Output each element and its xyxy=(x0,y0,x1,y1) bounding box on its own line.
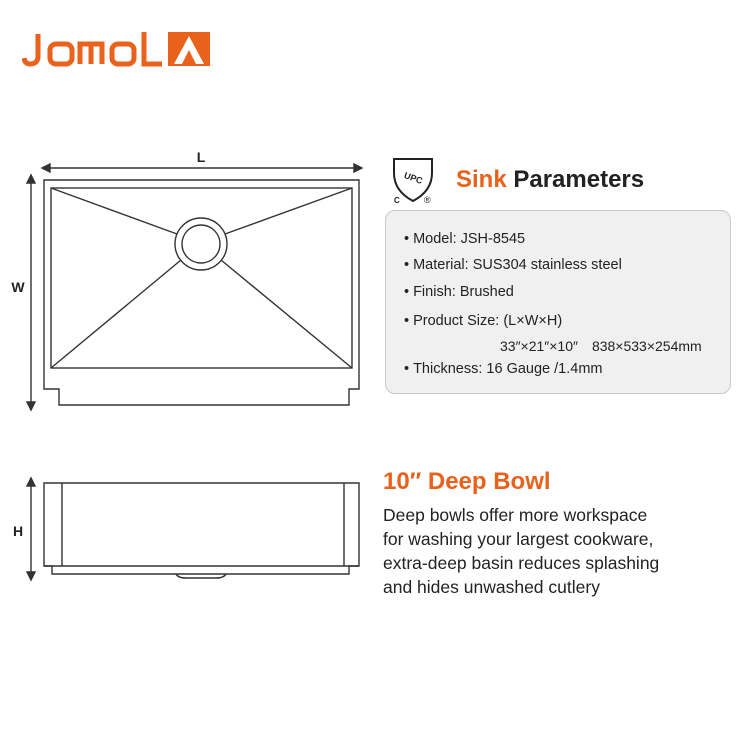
c-mark-text: C xyxy=(394,196,400,205)
upc-certification-icon: UPC C ® xyxy=(393,158,433,205)
deep-bowl-line: extra-deep basin reduces splashing xyxy=(383,553,660,573)
deep-bowl-title: 10″ Deep Bowl xyxy=(383,468,551,495)
size-mm: 838×533×254mm xyxy=(591,338,702,354)
deep-bowl-line: for washing your largest cookware, xyxy=(383,529,654,549)
length-label: L xyxy=(197,149,206,165)
width-label: W xyxy=(11,279,25,295)
upc-mark-text: UPC xyxy=(403,170,425,186)
param-model: •Model: JSH-8545 xyxy=(404,231,526,247)
sink-side-view-diagram: H xyxy=(13,476,360,582)
param-product-size: •Product Size: (L×W×H) xyxy=(404,313,563,329)
title-rest: Parameters xyxy=(513,166,645,193)
deep-bowl-line: Deep bowls offer more workspace xyxy=(383,505,648,525)
r-mark-text: ® xyxy=(424,195,431,205)
parameters-panel xyxy=(385,210,731,394)
sink-top-view-diagram: L W xyxy=(11,149,364,412)
sink-parameters-title: Sink Parameters xyxy=(456,166,644,194)
deep-bowl-line: and hides unwashed cutlery xyxy=(383,577,600,597)
param-thickness: •Thickness: 16 Gauge /1.4mm xyxy=(404,361,603,377)
product-size-values: 33″×21″×10″ 838×533×254mm xyxy=(500,338,702,354)
param-finish: •Finish: Brushed xyxy=(404,284,514,300)
jomola-logo xyxy=(22,32,210,67)
title-accent: Sink xyxy=(456,166,507,193)
param-material: •Material: SUS304 stainless steel xyxy=(404,257,622,273)
height-label: H xyxy=(13,523,23,539)
size-inches: 33″×21″×10″ xyxy=(500,338,578,354)
